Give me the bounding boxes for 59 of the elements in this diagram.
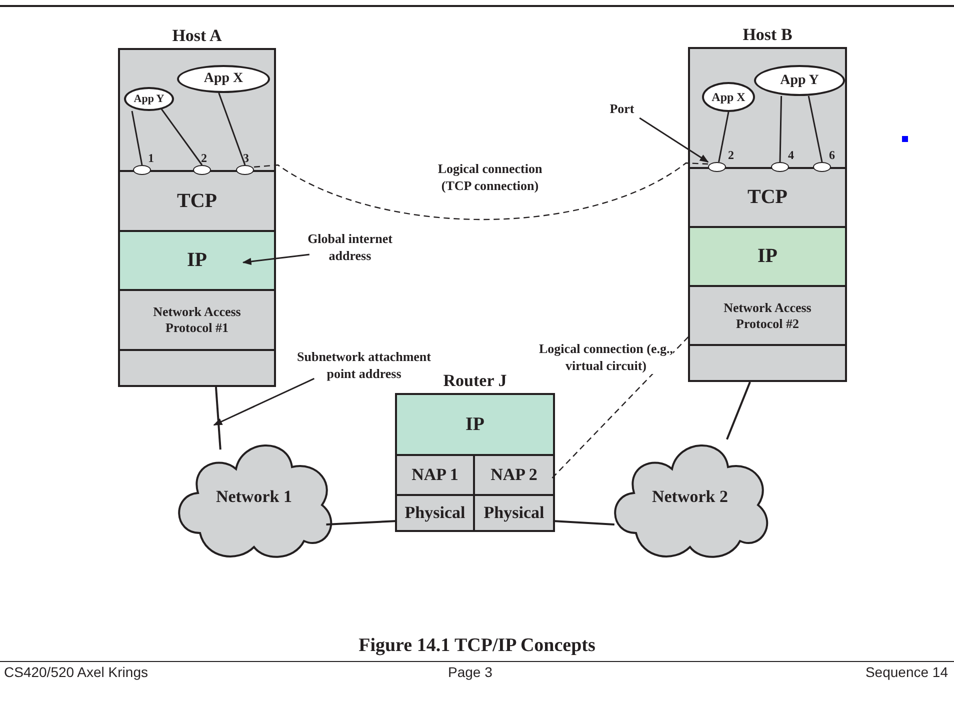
stack-title: Host B [742,25,794,45]
port-number: 2 [201,151,207,166]
connector-line [326,520,398,526]
layer-label: TCP [748,186,788,209]
port-number: 1 [148,151,154,166]
layer-label: IP [187,249,207,272]
connector-line [718,112,730,162]
connector-line [160,108,203,166]
layer-label: Physical [484,503,544,523]
network-label: Network 1 [216,486,292,506]
protocol-layer [120,230,274,289]
annotation-text: Port [600,100,644,118]
protocol-layer [397,454,475,494]
connector-line [552,520,614,526]
layer-label: NAP 1 [412,465,458,485]
leader-arrow [242,254,310,266]
connector-line [218,92,246,166]
layer-label: IP [758,245,778,268]
connector-line [214,386,222,450]
layer-label: Network Access Protocol #2 [722,300,812,332]
application-ellipse [124,87,174,111]
port-number: 4 [788,148,794,163]
application-ellipse [702,82,755,112]
application-ellipse [754,65,845,96]
connector-line [726,382,751,440]
connector-line [779,96,782,162]
protocol-layer [397,395,553,454]
layer-label: Physical [404,503,466,523]
app-label: App X [204,71,244,87]
leader-arrow [213,378,315,426]
port-ellipse [771,162,789,172]
layer-label: TCP [177,190,217,212]
footer-text: Page 3 [448,664,492,680]
footer-text: Sequence 14 [865,664,948,680]
connector-line [808,96,823,162]
port-ellipse [133,165,151,175]
protocol-layer [397,494,475,530]
figure-caption: Figure 14.1 TCP/IP Concepts [358,635,596,657]
port-number: 6 [829,148,835,163]
stack-title: Host A [171,26,223,46]
port-number: 2 [728,148,734,163]
port-ellipse [236,165,254,175]
port-ellipse [193,165,211,175]
port-ellipse [708,162,726,172]
app-label: App Y [134,93,164,105]
leader-arrow [639,117,709,163]
layer-label: Network Access Protocol #1 [152,304,242,336]
logical-connection-line [552,334,690,478]
app-label: App Y [780,72,819,88]
logical-connection-line [254,162,708,220]
annotation-text: Global internet address [292,230,408,266]
port-ellipse [813,162,831,172]
protocol-layer [690,226,845,285]
layer-label: NAP 2 [490,465,538,485]
network-label: Network 2 [652,486,728,506]
connector-line [131,110,143,166]
app-label: App X [712,90,746,104]
layer-label: IP [466,414,484,436]
footer-text: CS420/520 Axel Krings [4,664,148,680]
